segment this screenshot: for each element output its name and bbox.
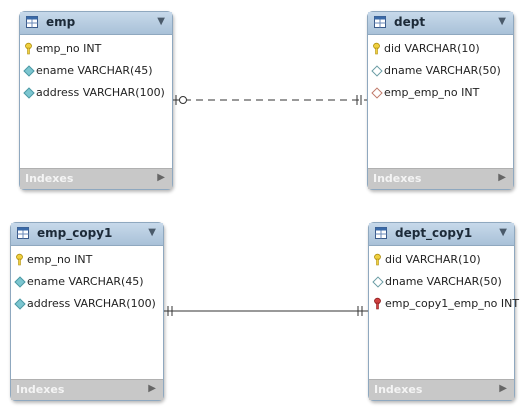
column-label: emp_no INT <box>36 42 102 55</box>
column-list: emp_no INT ename VARCHAR(45) address VAR… <box>11 246 163 318</box>
nullable-column-icon <box>372 276 384 288</box>
column-label: dname VARCHAR(50) <box>384 64 501 77</box>
foreign-key-icon <box>374 297 381 310</box>
foreign-key-column-icon <box>371 87 383 99</box>
expand-arrow-icon[interactable]: ▶ <box>499 383 507 394</box>
column-icon <box>14 298 26 310</box>
column-label: ename VARCHAR(45) <box>27 275 144 288</box>
table-emp-copy1[interactable]: emp_copy1 ▼ emp_no INT ename VARCHAR(45)… <box>10 222 164 401</box>
column-row[interactable]: did VARCHAR(10) <box>368 41 513 63</box>
column-label: did VARCHAR(10) <box>385 253 481 266</box>
indexes-section[interactable]: Indexes ▶ <box>11 379 163 400</box>
column-label: did VARCHAR(10) <box>384 42 480 55</box>
nullable-column-icon <box>371 65 383 77</box>
indexes-label: Indexes <box>25 172 74 185</box>
column-label: ename VARCHAR(45) <box>36 64 153 77</box>
indexes-label: Indexes <box>373 172 422 185</box>
column-icon <box>23 87 35 99</box>
column-icon <box>23 65 35 77</box>
indexes-label: Indexes <box>16 383 65 396</box>
table-name: emp <box>46 15 76 29</box>
primary-key-icon <box>373 42 380 55</box>
table-header[interactable]: dept_copy1 ▼ <box>369 223 514 246</box>
relationship-emp-dept[interactable] <box>172 95 367 105</box>
indexes-label: Indexes <box>374 383 423 396</box>
indexes-section[interactable]: Indexes ▶ <box>20 168 172 189</box>
relationship-emp-copy1-dept-copy1[interactable] <box>163 306 368 316</box>
column-row[interactable]: did VARCHAR(10) <box>369 252 514 274</box>
column-row[interactable]: emp_no INT <box>20 41 172 63</box>
table-emp[interactable]: emp ▼ emp_no INT ename VARCHAR(45) addre… <box>19 11 173 190</box>
collapse-arrow-icon[interactable]: ▼ <box>148 227 156 238</box>
collapse-arrow-icon[interactable]: ▼ <box>157 16 165 27</box>
collapse-arrow-icon[interactable]: ▼ <box>498 16 506 27</box>
table-icon <box>375 227 387 239</box>
column-list: did VARCHAR(10) dname VARCHAR(50) emp_co… <box>369 246 519 318</box>
table-dept-copy1[interactable]: dept_copy1 ▼ did VARCHAR(10) dname VARCH… <box>368 222 519 401</box>
column-row[interactable]: emp_emp_no INT <box>368 85 513 107</box>
table-name: emp_copy1 <box>37 226 113 240</box>
table-name: dept_copy1 <box>395 226 473 240</box>
column-label: address VARCHAR(100) <box>27 297 156 310</box>
column-label: address VARCHAR(100) <box>36 86 165 99</box>
column-row[interactable]: address VARCHAR(100) <box>20 85 172 107</box>
primary-key-icon <box>25 42 32 55</box>
primary-key-icon <box>16 253 23 266</box>
table-icon <box>26 16 38 28</box>
column-row[interactable]: emp_copy1_emp_no INT <box>369 296 519 318</box>
column-label: emp_emp_no INT <box>384 86 480 99</box>
table-header[interactable]: dept ▼ <box>368 12 513 35</box>
table-header[interactable]: emp_copy1 ▼ <box>11 223 163 246</box>
column-list: did VARCHAR(10) dname VARCHAR(50) emp_em… <box>368 35 513 107</box>
table-icon <box>374 16 386 28</box>
zero-circle <box>179 96 187 104</box>
indexes-section[interactable]: Indexes ▶ <box>368 168 513 189</box>
column-row[interactable]: ename VARCHAR(45) <box>11 274 163 296</box>
primary-key-icon <box>374 253 381 266</box>
column-label: emp_copy1_emp_no INT <box>385 297 520 310</box>
table-name: dept <box>394 15 426 29</box>
table-header[interactable]: emp ▼ <box>20 12 172 35</box>
column-label: dname VARCHAR(50) <box>385 275 502 288</box>
expand-arrow-icon[interactable]: ▶ <box>157 172 165 183</box>
column-row[interactable]: emp_no INT <box>11 252 163 274</box>
table-icon <box>17 227 29 239</box>
column-row[interactable]: address VARCHAR(100) <box>11 296 163 318</box>
column-icon <box>14 276 26 288</box>
column-row[interactable]: dname VARCHAR(50) <box>368 63 513 85</box>
column-row[interactable]: ename VARCHAR(45) <box>20 63 172 85</box>
indexes-section[interactable]: Indexes ▶ <box>369 379 514 400</box>
column-label: emp_no INT <box>27 253 93 266</box>
collapse-arrow-icon[interactable]: ▼ <box>499 227 507 238</box>
expand-arrow-icon[interactable]: ▶ <box>148 383 156 394</box>
column-row[interactable]: dname VARCHAR(50) <box>369 274 514 296</box>
column-list: emp_no INT ename VARCHAR(45) address VAR… <box>20 35 172 107</box>
expand-arrow-icon[interactable]: ▶ <box>498 172 506 183</box>
table-dept[interactable]: dept ▼ did VARCHAR(10) dname VARCHAR(50)… <box>367 11 514 190</box>
